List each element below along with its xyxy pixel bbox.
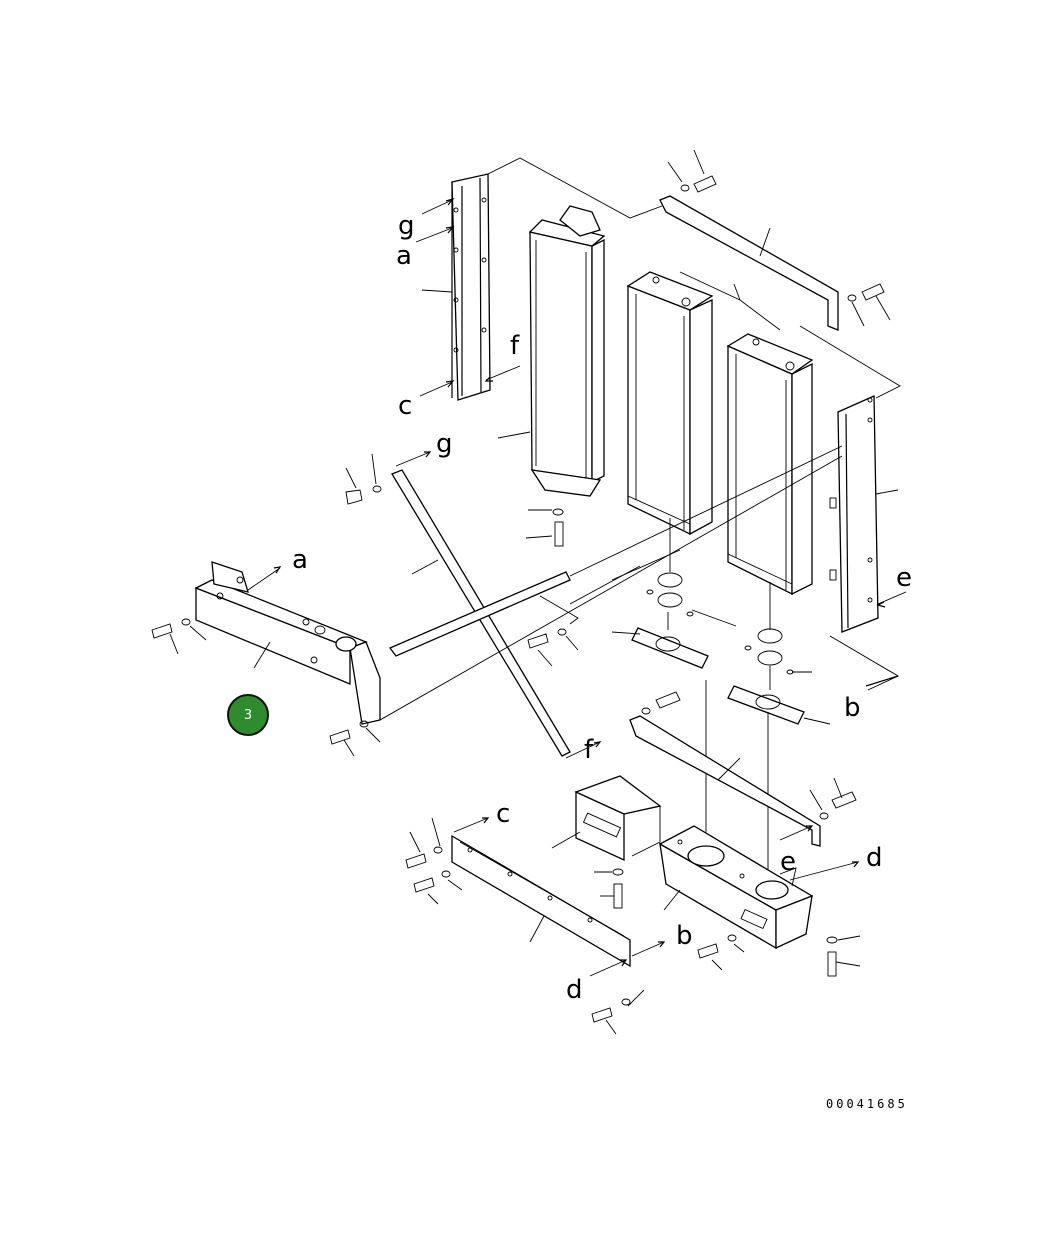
lower-long-stay <box>629 715 857 847</box>
label-d-bottom-left: d <box>566 975 583 1005</box>
drawing-code: 00041685 <box>826 1097 908 1111</box>
lower-right-frame <box>658 825 861 977</box>
callout-badge[interactable]: 3 <box>227 694 269 736</box>
diagonal-rod <box>345 451 602 759</box>
label-g-top: g <box>398 211 415 241</box>
callout-number: 3 <box>243 707 253 723</box>
right-side-bracket <box>829 395 907 691</box>
lower-channel <box>405 817 666 1035</box>
lower-left-frame <box>151 561 381 757</box>
top-stay-bar <box>659 149 891 331</box>
bolt-set-center <box>527 628 681 715</box>
label-e-right: e <box>896 563 912 593</box>
label-b-right: b <box>844 693 861 723</box>
radiator-core <box>626 271 714 536</box>
label-a-mid: a <box>292 545 308 575</box>
label-a-top: a <box>396 241 412 271</box>
label-c-bottom: c <box>496 799 510 829</box>
label-g-mid: g <box>436 429 453 459</box>
left-side-bracket <box>415 173 521 401</box>
intercooler-core <box>497 205 606 547</box>
label-c-top: c <box>398 391 412 421</box>
oil-cooler-core <box>726 333 814 596</box>
label-b-bottom: b <box>676 921 693 951</box>
label-f-mid: f <box>584 735 594 765</box>
label-f-top: f <box>510 331 520 361</box>
cross-rod <box>379 445 843 721</box>
label-d-bottom-right: d <box>866 843 883 873</box>
small-bracket <box>551 775 662 909</box>
label-e-bottom: e <box>780 847 796 877</box>
